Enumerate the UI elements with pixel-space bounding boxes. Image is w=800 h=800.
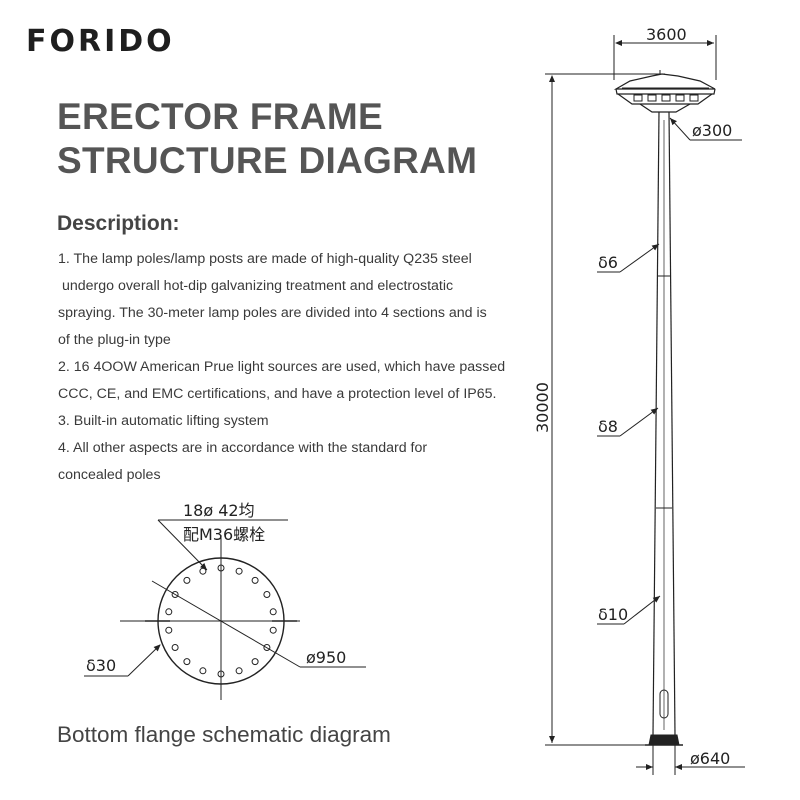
description-line: undergo overall hot-dip galvanizing trea…	[58, 278, 454, 294]
page-title: ERECTOR FRAME STRUCTURE DIAGRAM	[57, 95, 477, 183]
bolt-hole	[263, 591, 271, 598]
bolt-hole	[183, 576, 191, 584]
bolt-hole	[217, 564, 225, 572]
pole-shaft	[652, 111, 676, 736]
description-line: CCC, CE, and EMC certifications, and hav…	[58, 386, 497, 402]
bolt-hole	[183, 658, 191, 666]
bolt-hole	[269, 626, 277, 634]
top-diameter-leader	[669, 117, 691, 141]
top-width-label: 3600	[646, 25, 687, 44]
bolt-hole	[235, 567, 243, 575]
bolt-hole	[171, 644, 179, 651]
bolt-hole	[269, 608, 277, 616]
base-diameter-label: ø640	[690, 749, 730, 768]
bolt-hole	[263, 644, 271, 651]
flange-diameter-label: ø950	[306, 648, 346, 667]
title-line-2: STRUCTURE DIAGRAM	[57, 140, 478, 181]
section-leader-1	[619, 243, 660, 273]
bolt-hole	[199, 567, 207, 575]
flange-bolt-spec: 配M36螺栓	[183, 525, 265, 544]
bolt-hole	[217, 670, 225, 678]
description-line: spraying. The 30-meter lamp poles are di…	[58, 305, 487, 321]
description-text: 1. The lamp poles/lamp posts are made of…	[58, 246, 558, 489]
title-line-1: ERECTOR FRAME	[57, 96, 383, 137]
description-line: of the plug-in type	[58, 332, 171, 348]
section-thickness-label-2: δ8	[598, 417, 618, 436]
bolt-holes	[165, 564, 277, 678]
top-diameter-label: ø300	[692, 121, 732, 140]
lamp-head	[613, 70, 716, 113]
flange-bolt-label: 18ø 42均	[183, 501, 255, 520]
pole-drawing	[545, 35, 745, 775]
description-line: 3. Built-in automatic lifting system	[58, 413, 269, 429]
bolt-hole	[171, 591, 179, 598]
bolt-hole	[235, 667, 243, 675]
bolt-hole	[199, 667, 207, 675]
bottom-flange-drawing	[84, 519, 366, 700]
section-thickness-label-1: δ6	[598, 253, 618, 272]
bolt-leader-line	[157, 519, 208, 571]
pole-base	[636, 734, 745, 775]
flange-caption: Bottom flange schematic diagram	[57, 722, 391, 747]
description-line: 4. All other aspects are in accordance w…	[58, 440, 428, 456]
section-thickness-label-3: δ10	[598, 605, 628, 624]
description-line: 1. The lamp poles/lamp posts are made of…	[58, 251, 472, 267]
section-leader-2	[619, 407, 659, 437]
height-label: 30000	[533, 382, 552, 433]
thickness-leader-line	[127, 644, 161, 677]
description-line: concealed poles	[58, 467, 161, 483]
bolt-hole	[251, 576, 259, 584]
bolt-hole	[165, 608, 173, 616]
description-line: 2. 16 4OOW American Prue light sources a…	[58, 359, 506, 375]
flange-diameter-line	[151, 580, 301, 668]
brand-logo: FORIDO	[26, 24, 175, 59]
section-leader-3	[623, 595, 661, 625]
bolt-hole	[165, 626, 173, 634]
bolt-hole	[251, 658, 259, 666]
flange-thickness-label: δ30	[86, 656, 116, 675]
description-heading: Description:	[57, 212, 180, 235]
